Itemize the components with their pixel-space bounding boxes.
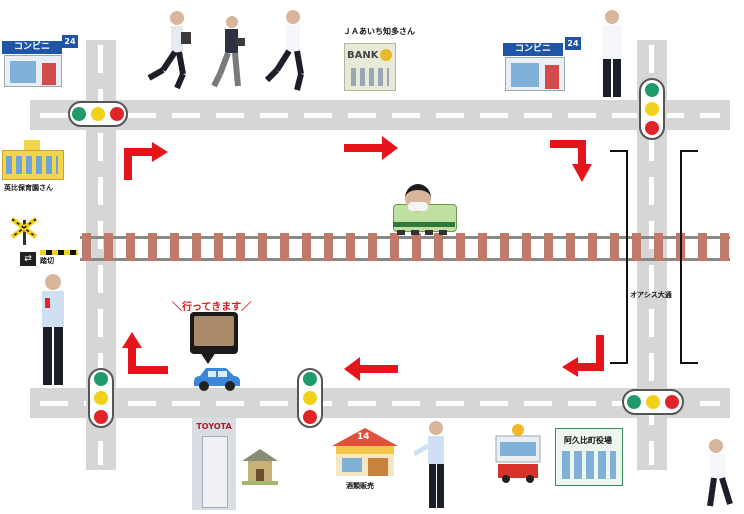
- toyota-pillar: [202, 436, 228, 508]
- traffic-lamp-yellow: [645, 395, 660, 409]
- arrow-left-icon: [344, 357, 398, 381]
- city-office-windows: [562, 451, 616, 479]
- city-office-label: 阿久比町役場: [564, 436, 612, 445]
- walking-person-bottom-right: [700, 438, 740, 510]
- traffic-light-bottom-left: [88, 368, 114, 428]
- railway-track: [82, 233, 730, 261]
- crossing-arrow-box: ⇄: [20, 252, 36, 266]
- bank-owner-label: ＪＡあいち知多さん: [343, 27, 415, 36]
- speech-photo: [194, 316, 234, 346]
- running-person-3: [263, 8, 309, 94]
- crossing-label: 踏切: [40, 257, 54, 265]
- traffic-lamp-yellow: [645, 101, 659, 116]
- speech-bubble: [190, 312, 238, 354]
- nursery-tower: [24, 140, 40, 150]
- pointing-person-bottom: [412, 420, 450, 510]
- train-stripe: [393, 222, 455, 227]
- running-person-2: [208, 14, 248, 90]
- convenience-store-right: コンビニ 24: [503, 37, 583, 91]
- traffic-lamp-red: [109, 107, 124, 121]
- nursery-building: [2, 140, 64, 180]
- bank-building: BANK: [344, 43, 396, 91]
- road-bottom-dashes: [40, 401, 720, 406]
- speech-text: ＼行ってきます／: [172, 302, 252, 313]
- road-top-dashes: [40, 113, 720, 118]
- speech-tail-icon: [200, 352, 216, 364]
- traffic-lamp-green: [303, 372, 317, 387]
- traffic-lamp-red: [665, 395, 680, 409]
- traffic-lamp-yellow: [90, 107, 105, 121]
- bank-coin-icon: [380, 49, 392, 61]
- arrow-right-down-icon: [550, 140, 592, 182]
- store-24-badge: 24: [565, 37, 581, 50]
- traffic-lamp-red: [303, 409, 317, 424]
- traffic-lamp-yellow: [303, 390, 317, 405]
- shrine-icon: [242, 449, 278, 485]
- bracket-left: [610, 150, 628, 364]
- liquor-shop-label: 酒類販売: [346, 482, 374, 490]
- running-person-1: [145, 8, 195, 92]
- fire-station: [490, 422, 546, 484]
- bank-sign: BANK: [347, 50, 379, 61]
- traffic-lamp-red: [94, 409, 108, 424]
- traffic-light-top-left: [68, 101, 128, 127]
- bracket-label: オアシス大通: [630, 291, 672, 299]
- bracket-right: [680, 150, 698, 364]
- car-icon: [194, 368, 240, 391]
- traffic-lamp-green: [94, 372, 108, 387]
- store-door: [545, 65, 559, 89]
- store-24-badge: 24: [62, 35, 78, 48]
- arrow-right-icon: [344, 136, 398, 160]
- traffic-light-top-right: [639, 78, 665, 140]
- arrow-left-up-icon: [122, 332, 168, 374]
- liquor-shop: 14: [332, 428, 398, 478]
- store-window: [511, 63, 539, 87]
- shop-sign-number: 14: [357, 432, 370, 442]
- arrow-up-right-icon: [124, 142, 168, 180]
- store-door: [42, 63, 56, 85]
- store-sign: コンビニ: [2, 41, 62, 54]
- arrow-down-left-icon: [562, 335, 604, 377]
- store-window: [10, 61, 36, 83]
- traffic-lamp-green: [626, 395, 641, 409]
- traffic-light-bottom-right: [622, 389, 684, 415]
- standing-person-top-right: [592, 8, 632, 100]
- bank-columns: [351, 68, 389, 86]
- city-office: 阿久比町役場: [555, 428, 623, 486]
- railway-crossing-sign-icon: [10, 215, 40, 245]
- traffic-light-bottom-middle: [297, 368, 323, 428]
- traffic-lamp-green: [645, 82, 659, 97]
- train: [393, 184, 457, 236]
- convenience-store-left: コンビニ 24: [2, 35, 78, 87]
- train-wheels: [397, 230, 451, 235]
- train-driver-mask: [408, 202, 428, 211]
- toyota-sign: TOYOTA: [196, 422, 232, 431]
- store-sign: コンビニ: [503, 43, 563, 56]
- toyota-dealership: TOYOTA: [192, 418, 236, 510]
- nursery-windows: [6, 156, 58, 174]
- traffic-lamp-green: [72, 107, 87, 121]
- traffic-lamp-yellow: [94, 390, 108, 405]
- crossing-barrier: [40, 250, 78, 255]
- standing-person-left: [35, 272, 71, 388]
- nursery-label: 英比保育園さん: [4, 184, 53, 192]
- traffic-lamp-red: [645, 121, 659, 136]
